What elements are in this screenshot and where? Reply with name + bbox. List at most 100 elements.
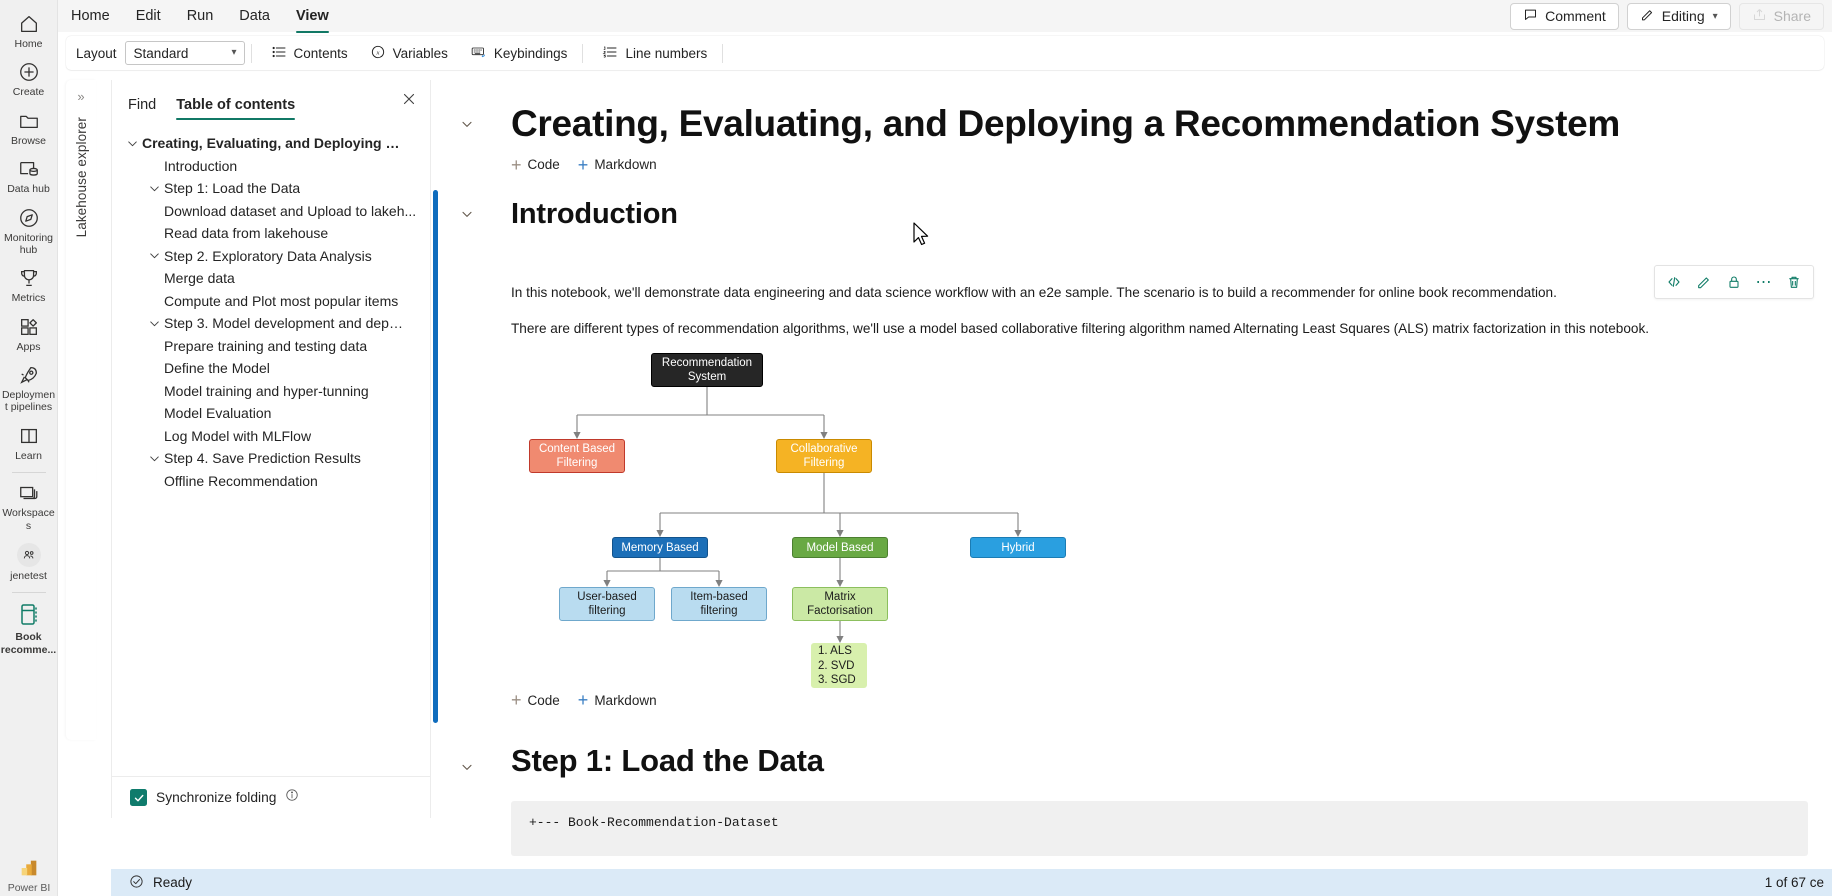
add-markdown-cell-button[interactable]: + Markdown <box>578 156 657 174</box>
lakehouse-explorer-label[interactable]: Lakehouse explorer <box>73 117 89 238</box>
delete-icon[interactable] <box>1780 270 1808 294</box>
synchronize-folding-checkbox[interactable] <box>130 789 147 806</box>
view-ribbon: Layout Standard ▾ Contents x Variables K… <box>66 36 1824 70</box>
menu-item-data[interactable]: Data <box>239 8 270 24</box>
variables-label: Variables <box>392 45 448 61</box>
lock-icon[interactable] <box>1720 270 1748 294</box>
line-numbers-button[interactable]: Line numbers <box>593 40 716 67</box>
menu-item-home[interactable]: Home <box>71 8 110 24</box>
chevron-down-icon[interactable] <box>144 451 164 466</box>
plus-icon: + <box>577 690 589 711</box>
rail-item-label: Monitoring hub <box>3 231 54 256</box>
toc-item[interactable]: Model Evaluation <box>112 402 430 425</box>
chevron-down-icon[interactable] <box>144 181 164 196</box>
toc-item[interactable]: Introduction <box>112 155 430 178</box>
tab-find[interactable]: Find <box>128 97 157 113</box>
notebook-cell-title[interactable]: Creating, Evaluating, and Deploying a Re… <box>431 80 1832 174</box>
editing-button[interactable]: Editing ▾ <box>1626 2 1731 30</box>
view-code-icon[interactable] <box>1660 270 1688 294</box>
data-hub-icon <box>18 158 40 180</box>
add-code-cell-button[interactable]: + Code <box>511 156 560 174</box>
rail-item-monitoring-hub[interactable]: Monitoring hub <box>0 200 58 261</box>
menu-item-view[interactable]: View <box>285 3 340 33</box>
code-output-block[interactable]: +--- Book-Recommendation-Dataset <box>511 801 1808 857</box>
info-circle-icon[interactable] <box>285 788 299 807</box>
rail-item-power-bi[interactable]: Power BI <box>0 857 58 896</box>
rail-item-label: Home <box>14 38 43 50</box>
keybindings-button[interactable]: Keybindings <box>461 40 577 67</box>
toc-item[interactable]: Offline Recommendation <box>112 470 430 493</box>
rail-item-browse[interactable]: Browse <box>0 103 58 151</box>
toc-item[interactable]: Creating, Evaluating, and Deploying a Re… <box>112 132 430 155</box>
toc-item-label: Model training and hyper-tunning <box>164 382 369 399</box>
toc-footer: Synchronize folding <box>112 776 430 818</box>
chevron-down-icon[interactable] <box>122 136 142 151</box>
collapse-chevron-icon[interactable] <box>457 757 477 777</box>
close-icon[interactable] <box>400 90 418 108</box>
check-circle-icon <box>129 874 144 892</box>
monitoring-hub-icon <box>18 207 40 229</box>
chevron-down-icon: ▾ <box>1712 10 1718 22</box>
rail-item-create[interactable]: Create <box>0 54 58 102</box>
cell-selection-bar <box>433 80 438 174</box>
contents-button[interactable]: Contents <box>262 40 357 67</box>
chevron-down-icon[interactable] <box>144 248 164 263</box>
layout-select[interactable]: Standard ▾ <box>124 41 245 65</box>
notebook-canvas[interactable]: Creating, Evaluating, and Deploying a Re… <box>431 80 1832 869</box>
toc-tabstrip: Find Table of contents <box>112 80 430 122</box>
ribbon-divider <box>250 43 252 63</box>
add-code-cell-button[interactable]: + Code <box>511 691 560 709</box>
notebook-cell-introduction[interactable]: Introduction In this notebook, we'll dem… <box>431 189 1832 724</box>
rail-item-apps[interactable]: Apps <box>0 309 58 357</box>
rail-item-metrics[interactable]: Metrics <box>0 260 58 308</box>
tab-table-of-contents[interactable]: Table of contents <box>166 92 305 122</box>
cell-action-toolbar: ⋯ <box>1654 265 1814 299</box>
rail-item-deployment-pipelines[interactable]: Deployment pipelines <box>0 357 58 418</box>
toc-item[interactable]: Step 1: Load the Data <box>112 177 430 200</box>
chevron-down-icon: ▾ <box>231 47 237 58</box>
rail-item-data-hub[interactable]: Data hub <box>0 151 58 199</box>
menu-item-edit[interactable]: Edit <box>135 8 161 24</box>
variables-button[interactable]: x Variables <box>361 40 457 67</box>
toc-item[interactable]: Define the Model <box>112 357 430 380</box>
toc-item[interactable]: Step 3. Model development and deploy <box>112 312 430 335</box>
chevron-down-icon[interactable] <box>144 316 164 331</box>
collapse-chevron-icon[interactable] <box>457 114 477 134</box>
toc-item-label: Prepare training and testing data <box>164 337 368 354</box>
toc-item[interactable]: Compute and Plot most popular items <box>112 290 430 313</box>
toc-item[interactable]: Download dataset and Upload to lakeh... <box>112 200 430 223</box>
add-markdown-cell-button[interactable]: + Markdown <box>578 691 657 709</box>
rail-item-home[interactable]: Home <box>0 6 58 54</box>
rail-item-label: Book recomme... <box>0 631 57 656</box>
toc-item[interactable]: Model training and hyper-tunning <box>112 380 430 403</box>
toc-item-label: Offline Recommendation <box>164 472 318 489</box>
top-bar-actions: Comment Editing ▾ Share <box>1510 0 1824 32</box>
toc-item[interactable]: Log Model with MLFlow <box>112 425 430 448</box>
toc-item[interactable]: Read data from lakehouse <box>112 222 430 245</box>
top-menu-bar: Home Edit Run Data View Comment Editing … <box>58 0 1832 33</box>
diagram-node-hybrid: Hybrid <box>970 537 1066 559</box>
menu-item-run[interactable]: Run <box>186 8 214 24</box>
rail-item-jenetest[interactable]: jenetest <box>0 536 58 586</box>
rail-item-label: Metrics <box>11 292 46 305</box>
toc-item-label: Compute and Plot most popular items <box>164 292 399 309</box>
comment-button[interactable]: Comment <box>1510 2 1619 30</box>
book-open-icon <box>18 425 40 447</box>
rail-divider <box>11 592 46 594</box>
more-options-icon[interactable]: ⋯ <box>1755 274 1773 291</box>
rail-item-workspaces[interactable]: Workspaces <box>0 475 58 536</box>
rail-item-learn[interactable]: Learn <box>0 418 58 466</box>
toc-item[interactable]: Prepare training and testing data <box>112 335 430 358</box>
toc-item[interactable]: Step 2. Exploratory Data Analysis <box>112 245 430 268</box>
toc-item[interactable]: Step 4. Save Prediction Results <box>112 447 430 470</box>
double-chevron-right-icon[interactable]: » <box>77 89 85 104</box>
toc-item[interactable]: Merge data <box>112 267 430 290</box>
notebook-cell-step1[interactable]: Step 1: Load the Data +--- Book-Recommen… <box>431 735 1832 857</box>
edit-icon[interactable] <box>1690 270 1718 294</box>
share-button[interactable]: Share <box>1738 2 1824 30</box>
left-nav-rail: Home Create Browse Data hub Monitoring h <box>0 0 58 896</box>
rail-item-book-recommendation[interactable]: Book recomme... <box>0 595 58 660</box>
collapse-chevron-icon[interactable] <box>457 204 477 224</box>
